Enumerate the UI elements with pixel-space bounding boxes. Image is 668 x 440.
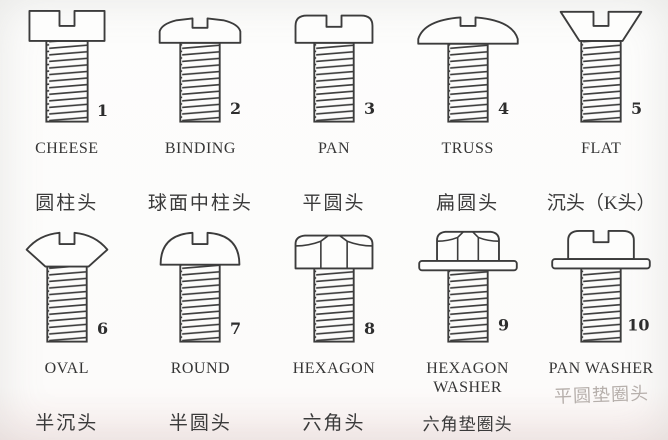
- screw-name-en: FLAT: [581, 140, 622, 157]
- screw-cell-hexagon: 8 HEXAGON 六角头: [267, 220, 401, 440]
- screw-number: 2: [230, 99, 241, 118]
- screw-cell-cheese: 1 CHEESE 圆柱头: [0, 0, 134, 220]
- pan-screw-drawing: 3: [294, 14, 375, 123]
- screw-name-en: TRUSS: [441, 140, 494, 157]
- screw-name-cn: 半圆头: [168, 413, 232, 434]
- screw-number: 7: [230, 319, 241, 338]
- screw-shank: [179, 263, 222, 343]
- washer-flange: [551, 258, 651, 270]
- screw-name-cn: 半沉头: [35, 413, 99, 434]
- screw-shank: [46, 263, 88, 343]
- round-head: [160, 231, 241, 266]
- screw-name-en: OVAL: [44, 360, 89, 377]
- pan-head: [294, 14, 374, 44]
- screw-name-en: PAN: [317, 140, 351, 157]
- screw-shank: [580, 39, 622, 123]
- screw-shank: [313, 41, 355, 123]
- screw-number: 4: [498, 99, 509, 118]
- screw-number: 5: [631, 99, 642, 118]
- screw-name-cn: 球面中柱头: [147, 193, 253, 214]
- screw-name-en: PAN WASHER: [548, 360, 654, 377]
- screw-number: 1: [97, 101, 108, 120]
- flat-head: [559, 10, 643, 42]
- washer-flange: [417, 259, 518, 272]
- hexagon-head: [294, 234, 374, 270]
- oval-screw-drawing: 6: [25, 231, 109, 343]
- cheese-head: [28, 9, 106, 42]
- binding-screw-drawing: 2: [159, 17, 242, 123]
- screw-cell-pan-washer: 10 PAN WASHER 平圆垫圈头: [534, 220, 668, 440]
- screw-name-cn: 平圆垫圈头: [553, 383, 650, 407]
- screw-name-cn: 圆柱头: [35, 193, 99, 214]
- screw-number: 3: [364, 99, 375, 118]
- hexagon-screw-drawing: 8: [294, 234, 375, 343]
- cheese-screw-drawing: 1: [28, 9, 108, 123]
- screw-shank: [580, 267, 622, 343]
- screw-name-en: HEXAGON: [292, 360, 376, 377]
- screw-shank: [313, 265, 355, 343]
- hexagon-facet-lines: [295, 234, 373, 269]
- binding-head: [159, 17, 242, 44]
- screw-number: 6: [97, 319, 108, 338]
- screw-number: 10: [627, 315, 649, 334]
- screw-cell-round: 7 ROUND 半圆头: [134, 220, 268, 440]
- screw-shank: [45, 39, 89, 123]
- screw-name-cn: 六角垫圈头: [422, 415, 513, 434]
- screw-cell-oval: 6 OVAL 半沉头: [0, 220, 134, 440]
- flat-screw-drawing: 5: [559, 10, 643, 123]
- screw-name-en: ROUND: [170, 360, 231, 377]
- screw-cell-truss: 4 TRUSS 扁圆头: [401, 0, 535, 220]
- truss-head: [416, 16, 519, 45]
- screw-name-cn: 六角头: [302, 413, 366, 434]
- screw-name-cn: 平圆头: [302, 193, 366, 214]
- screw-name-en: BINDING: [164, 140, 236, 157]
- round-screw-drawing: 7: [160, 231, 242, 343]
- screw-number: 8: [364, 319, 375, 338]
- screw-cell-binding: 2 BINDING 球面中柱头: [134, 0, 268, 220]
- screw-shank: [446, 269, 489, 343]
- truss-screw-drawing: 4: [416, 16, 519, 123]
- hexagon-head: [435, 230, 500, 262]
- hexagon-washer-screw-drawing: 9: [417, 230, 518, 343]
- screw-name-cn: 沉头（K头）: [546, 193, 656, 214]
- screw-cell-flat: 5 FLAT 沉头（K头）: [534, 0, 668, 220]
- screw-number: 9: [498, 315, 509, 334]
- screw-cell-hexagon-washer: 9 HEXAGON WASHER 六角垫圈头: [401, 220, 535, 440]
- hexagon-facet-lines: [436, 231, 499, 261]
- oval-head: [25, 231, 109, 268]
- screw-name-cn: 扁圆头: [436, 193, 500, 214]
- screw-name-en: CHEESE: [35, 140, 99, 157]
- screw-name-en: HEXAGON WASHER: [426, 360, 509, 397]
- pan-head: [567, 229, 635, 260]
- pan-washer-screw-drawing: 10: [551, 229, 651, 343]
- screw-cell-pan: 3 PAN 平圆头: [267, 0, 401, 220]
- screw-shank: [446, 42, 489, 123]
- screw-shank: [179, 41, 222, 123]
